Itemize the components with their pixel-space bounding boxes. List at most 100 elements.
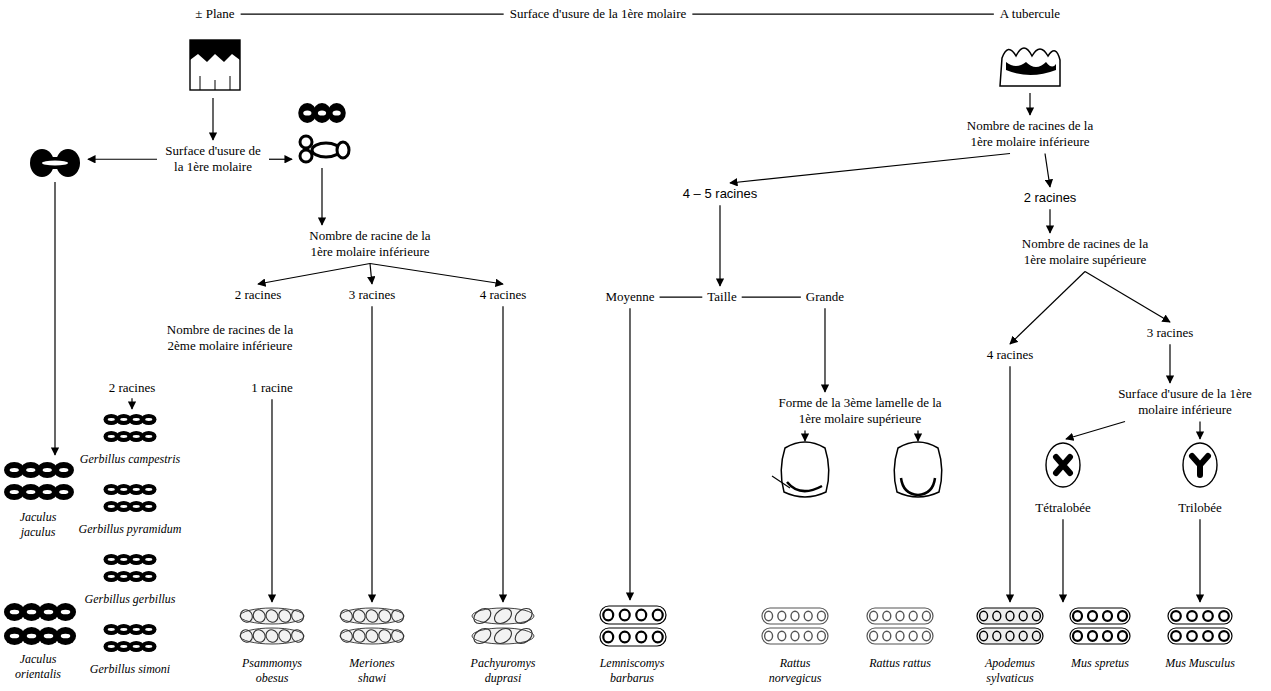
enamel-island: [303, 110, 311, 115]
lamella: [376, 627, 393, 644]
cusp-loop: [791, 611, 799, 621]
enamel-island: [44, 634, 54, 639]
cusp-loop: [1019, 631, 1027, 641]
species-name: Mus Musculus: [1165, 656, 1235, 671]
cusp-loop: [896, 611, 904, 621]
cusp-loop: [1032, 631, 1040, 641]
arrow: [1085, 272, 1170, 323]
molar-lobe: [54, 484, 74, 500]
molar-row: [104, 624, 157, 635]
connecting-line: [742, 297, 801, 298]
molar-row: [104, 431, 157, 442]
character-state: 4 racines: [987, 347, 1034, 363]
enamel-island: [145, 418, 152, 421]
cusp-loop: [636, 632, 646, 643]
cusp-loop: [1088, 611, 1097, 621]
molar-lobe: [55, 627, 76, 645]
cusp-loop: [778, 611, 786, 621]
cusp-loop: [883, 631, 891, 641]
cusp-loop: [1118, 611, 1127, 621]
molar-outline: [600, 628, 666, 646]
lobe-pattern: [1192, 456, 1208, 475]
wear-lobe: [337, 142, 349, 158]
cusp-loop: [1171, 631, 1181, 641]
key-criterion: Surface d'usure de la 1ère molaire infér…: [1115, 386, 1255, 419]
lamella: [364, 607, 381, 624]
molar-row: [104, 641, 157, 652]
cusp-loop: [883, 611, 891, 621]
character-state: 4 racines: [480, 287, 527, 303]
lamella: [512, 605, 535, 626]
enamel-island: [120, 628, 127, 631]
arrow: [1199, 519, 1200, 602]
cusp-loop: [636, 610, 646, 621]
cusp-loop: [1187, 611, 1197, 621]
enamel-island: [333, 110, 341, 115]
arrow: [1049, 209, 1050, 233]
molar-row: [600, 628, 666, 646]
cusp-loop: [1019, 611, 1027, 621]
species-name: Rattus rattus: [869, 656, 931, 671]
lamella: [238, 607, 255, 624]
cusp-loop: [804, 631, 812, 641]
lamella: [338, 607, 355, 624]
cusp-loop: [1006, 631, 1014, 641]
cusp-loop: [1006, 611, 1014, 621]
enamel-island: [10, 634, 20, 639]
cusp-loop: [1219, 611, 1229, 621]
cusp-loop: [620, 610, 630, 621]
enamel-island: [145, 628, 152, 631]
species-name: Gerbillus pyramidum: [79, 522, 182, 537]
enamel-island: [318, 110, 326, 115]
key-criterion: Forme de la 3ème lamelle de la 1ère mola…: [775, 395, 945, 428]
enamel-island: [43, 490, 52, 494]
key-lines: [55, 14, 1200, 602]
molar-outline: [472, 608, 534, 624]
enamel-island: [120, 645, 127, 648]
connecting-line: [660, 297, 703, 298]
key-criterion: Surface d'usure de la 1ère molaire: [510, 6, 687, 22]
arrow: [719, 205, 720, 286]
flat-tooth: [190, 40, 240, 90]
tooth-body: [190, 40, 240, 90]
enamel-island: [26, 468, 35, 472]
lamella-inner: [787, 482, 822, 491]
character-state: 2 racines: [235, 287, 282, 303]
lamella: [351, 627, 368, 644]
molar-row: [977, 628, 1043, 644]
character-state: Tétralobée: [1035, 500, 1091, 516]
cusp-loop: [817, 611, 825, 621]
molar-outline: [977, 628, 1043, 644]
character-state: 4 – 5 racines: [683, 186, 757, 202]
species-name: Apodemus sylvaticus: [973, 656, 1047, 686]
character-state: Grande: [806, 289, 844, 305]
molar-lobe: [141, 431, 157, 442]
enamel-island: [108, 558, 115, 561]
cusp-loop: [870, 611, 878, 621]
molar-lobe: [141, 501, 157, 512]
enamel-island: [108, 418, 115, 421]
molar-outline: [1168, 628, 1232, 644]
enamel-island: [145, 575, 152, 578]
enamel-island: [120, 418, 127, 421]
molar-outline: [1183, 443, 1217, 487]
lamella-inner: [901, 478, 935, 495]
lamella-shape: [772, 442, 829, 497]
molar-outline: [762, 628, 828, 644]
arrow: [258, 264, 370, 285]
enamel-island: [27, 610, 37, 615]
molar-row: [238, 627, 306, 644]
lamella: [251, 607, 268, 624]
molar-lobe: [141, 641, 157, 652]
connecting-line: [692, 14, 994, 15]
lamella: [389, 627, 406, 644]
wear-lobe: [300, 150, 312, 162]
molar-outline: [1070, 628, 1130, 644]
species-name: Jaculus orientalis: [6, 652, 70, 682]
enamel-island: [120, 435, 127, 438]
arrow: [370, 264, 372, 285]
molar-row: [238, 607, 306, 624]
wear-surface-icon: [300, 136, 349, 162]
arrow: [502, 306, 503, 602]
lamella: [492, 605, 515, 626]
